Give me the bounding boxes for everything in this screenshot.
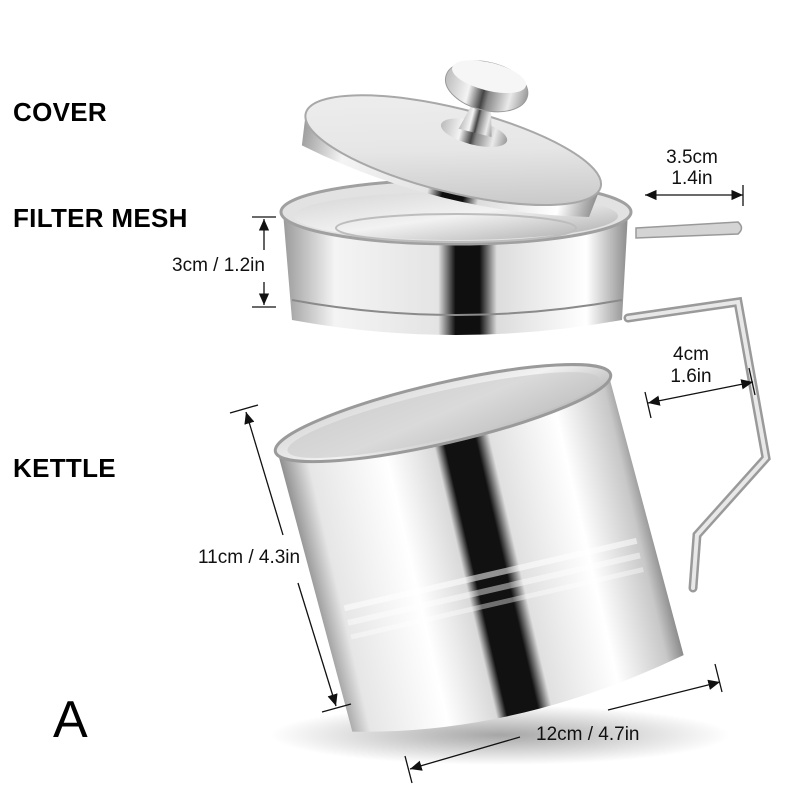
dimension-lines [229,185,756,784]
dim-filter-height: 3cm / 1.2in [172,255,265,276]
dim-handle-cm: 4cm [673,344,709,365]
variant-letter: A [53,691,88,749]
dim-kettle-diameter: 12cm / 4.7in [536,724,640,745]
label-filter-mesh: FILTER MESH [13,203,188,233]
label-kettle: KETTLE [13,453,116,483]
filter-tab [635,221,743,239]
label-cover: COVER [13,97,107,127]
dim-tab-cm: 3.5cm [666,147,718,168]
dim-kettle-height: 11cm / 4.3in [198,547,301,568]
kettle-body [273,363,684,732]
cover-lid [301,60,603,218]
dim-tab-in: 1.4in [671,168,713,189]
dim-handle-in: 1.6in [670,366,712,387]
kettle-handle [623,296,771,593]
